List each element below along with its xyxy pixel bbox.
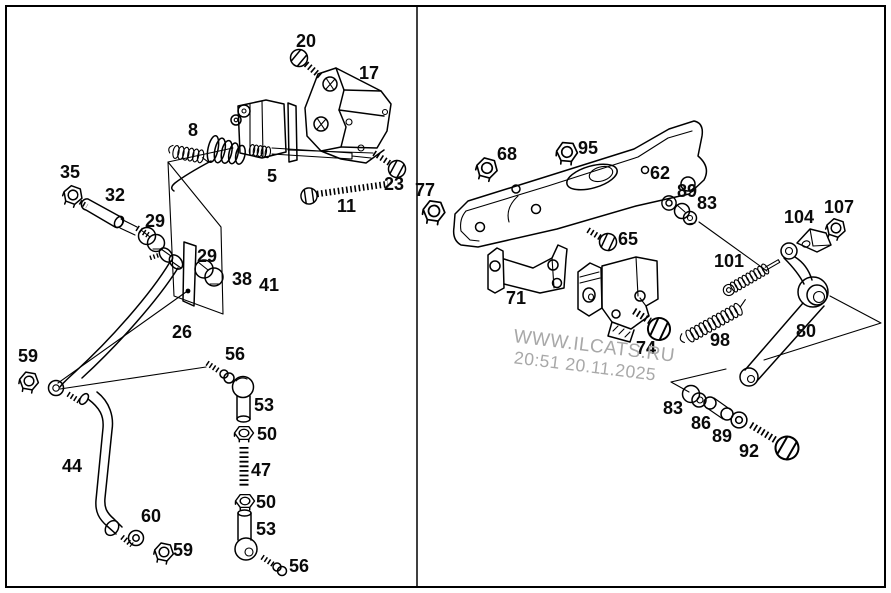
washer-89-lower-drawing [730,411,748,429]
part-label: 38 [232,269,252,289]
part-label: 65 [618,229,638,249]
part-label: 68 [497,144,517,164]
part-label: 62 [650,163,670,183]
part-label: 53 [256,519,276,539]
part-label: 89 [712,426,732,446]
ball-stud-56-lower-drawing [260,554,288,577]
nut-77-drawing [420,199,447,227]
spring-8-drawing [168,144,209,164]
part-label: 47 [251,460,271,480]
part-label: 23 [384,174,404,194]
right-leader-lines [670,221,882,393]
bearing-bracket-62-drawing [452,120,708,248]
bushing-83-upper-drawing [673,202,698,226]
part-label: 44 [62,456,82,476]
part-label: 32 [105,185,125,205]
part-label: 86 [691,413,711,433]
regulating-unit-5-drawing [171,99,372,192]
bushing-83-lower-drawing [681,384,707,408]
part-label: 59 [173,540,193,560]
lever-26-arm-drawing [47,261,179,397]
part-label: 5 [267,166,277,186]
part-label: 80 [796,321,816,341]
part-label: 92 [739,441,759,461]
part-label: 56 [225,344,245,364]
clamp-104-drawing [796,228,832,253]
nut-95-drawing [554,141,580,167]
bolt-74-drawing [632,308,675,345]
part-label: 26 [172,322,192,342]
holder-71-drawing [487,244,568,294]
angle-lever-80-drawing [739,242,829,387]
bolt-65-drawing [586,227,621,255]
part-label: 107 [824,197,854,217]
part-label: 83 [663,398,683,418]
bracket-17-drawing [304,67,392,164]
part-label: 71 [506,288,526,308]
left-panel: 20 17 8 5 23 11 35 32 29 29 38 41 26 59 … [16,31,410,577]
part-label: 11 [337,196,356,216]
nut-68-drawing [472,155,501,184]
part-label: 89 [677,181,697,201]
part-label: 56 [289,556,309,576]
right-panel: 77 68 95 62 65 71 89 83 104 107 101 98 8… [415,120,882,465]
nut-59-lower-drawing [151,541,176,566]
lever-26-pivot-drawing [149,241,197,307]
ball-stud-56-upper-drawing [205,360,235,384]
bolt-20-drawing [286,45,323,79]
bolt-23-drawing [372,150,410,182]
part-label: 77 [415,180,435,200]
ball-socket-53-lower-drawing [234,509,258,561]
part-label: 104 [784,207,814,227]
part-label: 41 [259,275,279,295]
part-label: 50 [256,492,276,512]
washer-60-drawing [127,529,145,547]
nut-59-upper-drawing [16,370,41,395]
part-label: 29 [197,246,217,266]
bearing-bracket-74-drawing [577,256,659,343]
part-label: 8 [188,120,198,140]
bolt-11-drawing [299,180,389,206]
part-label: 60 [141,506,161,526]
part-label: 74 [636,338,656,358]
bushing-29-upper-drawing [137,226,166,253]
page-border [5,5,886,588]
nut-50-lower-drawing [234,493,256,511]
part-label: 50 [257,424,277,444]
part-label: 35 [60,162,80,182]
part-label: 53 [254,395,274,415]
part-label: 59 [18,346,38,366]
part-label: 20 [296,31,316,51]
bolt-92-drawing [749,422,804,465]
ball-socket-53-upper-drawing [231,375,255,423]
nut-50-upper-drawing [233,425,255,443]
part-label: 17 [359,63,379,83]
rod-44-drawing [66,391,134,548]
part-label: 83 [697,193,717,213]
part-label: 95 [578,138,598,158]
right-panel-labels: 77 68 95 62 65 71 89 83 104 107 101 98 8… [415,138,854,461]
rod-32-drawing [78,198,150,238]
tension-spring-98-drawing [679,299,746,344]
part-label: 29 [145,211,165,231]
spring-bolt-101-drawing [722,259,781,297]
nut-107-drawing [822,216,849,243]
left-panel-labels: 20 17 8 5 23 11 35 32 29 29 38 41 26 59 … [18,31,404,576]
part-label: 101 [714,251,744,271]
part-label: 98 [710,330,730,350]
